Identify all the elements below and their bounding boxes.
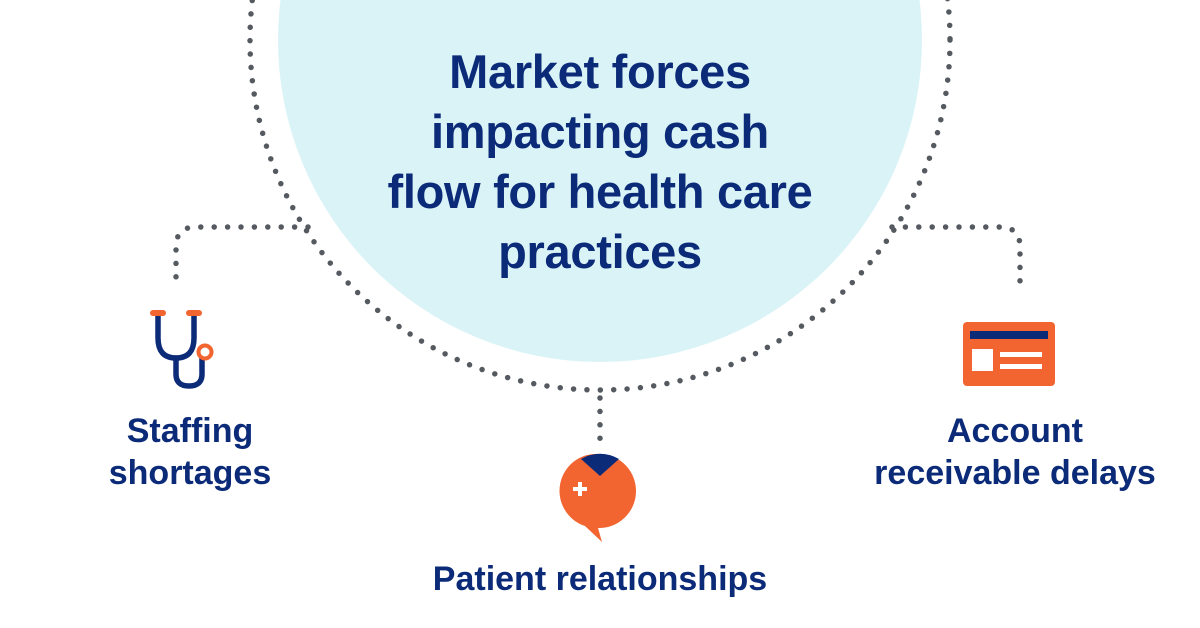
connector-staffing	[173, 224, 311, 291]
account-receivable-delays-label: Account receivable delays	[850, 410, 1180, 494]
card-icon	[963, 322, 1055, 386]
connector-account	[889, 224, 1023, 291]
title-line: practices	[498, 225, 702, 278]
medical-chat-bubble-icon	[559, 453, 637, 542]
page-title: Market forces impacting cash flow for he…	[340, 42, 860, 282]
label-line: Account	[947, 412, 1083, 450]
title-line: impacting cash	[431, 105, 769, 158]
label-line: Patient relationships	[432, 560, 768, 598]
title-line: flow for health care	[387, 165, 813, 218]
label-line: Staffing	[126, 412, 254, 450]
label-line: receivable delays	[874, 454, 1156, 492]
stethoscope-icon	[150, 310, 214, 389]
staffing-shortages-label: Staffing shortages	[60, 410, 320, 494]
central-circle	[278, 0, 922, 362]
patient-relationships-label: Patient relationships	[380, 558, 820, 600]
dotted-ring	[247, 0, 953, 393]
label-line: shortages	[108, 454, 272, 492]
title-line: Market forces	[449, 45, 751, 98]
